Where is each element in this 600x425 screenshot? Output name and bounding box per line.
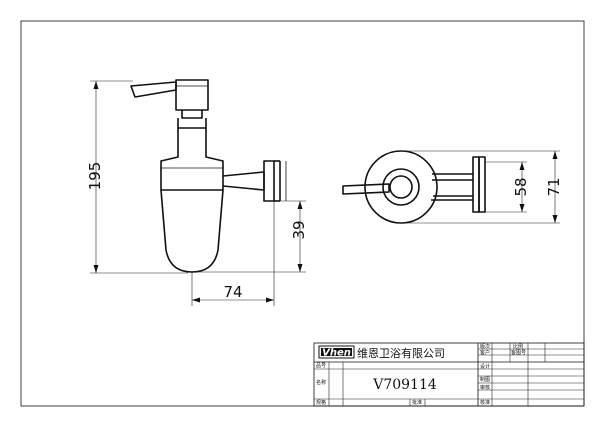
dimension-label-58: 58 [512,177,530,196]
field-version: 版次 [480,343,490,350]
sheet-border [20,20,585,407]
dimension-label-195: 195 [86,162,104,191]
front-view [130,79,287,273]
field-customer-drawing-no: 客图号 [511,349,526,356]
dimension-label-74: 74 [223,283,242,301]
dimension-label-71: 71 [545,177,563,196]
field-check: 核准 [480,399,490,406]
dimension-39: 39 [196,200,308,273]
pump-head [175,79,209,111]
field-design: 设计 [480,363,490,370]
pump-nozzle [130,81,177,98]
side-view [342,150,486,224]
field-approve: 批准 [412,399,422,406]
field-review: 审核 [480,384,490,391]
dimension-58: 58 [485,161,530,213]
field-scale: 比例 [513,343,523,350]
collar-ring [382,168,420,206]
side-plate [472,156,480,213]
field-spec: 规格 [316,399,326,406]
pump-collar [177,118,207,129]
bracket-arm [222,171,265,191]
dimension-71: 71 [401,150,563,224]
holder-cup [160,128,224,191]
glass-bottle [160,189,224,273]
pump-top [389,175,413,199]
field-draw: 制图 [480,376,490,383]
company-name: 维恩卫浴有限公司 [357,346,445,360]
title-block: Vhen 维恩卫浴有限公司 版次 比例 客户 客图号 设计 制图 审核 核准 品… [313,342,585,407]
company-logo: Vhen [322,348,351,359]
field-customer: 客户 [480,349,490,356]
model-number: V709114 [372,377,437,393]
pump-neck [181,110,203,119]
field-part-no: 品号 [316,363,326,369]
outer-ring [364,150,438,224]
dimension-195: 195 [86,80,188,274]
field-name: 名称 [316,379,326,386]
dimension-74: 74 [191,201,275,306]
dimension-label-39: 39 [290,220,308,239]
bracket-plate [263,160,275,202]
side-nozzle [342,183,390,195]
